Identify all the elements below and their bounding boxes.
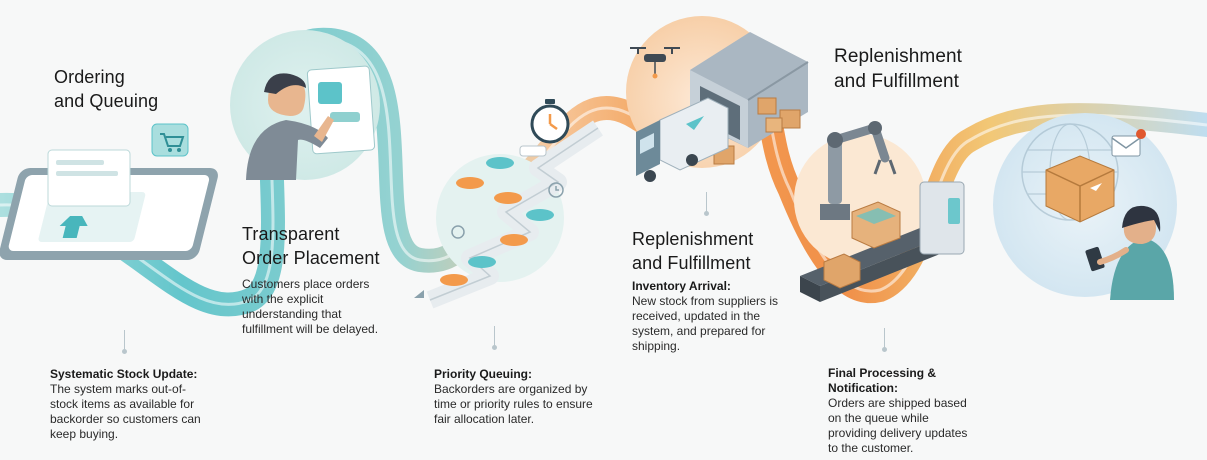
connector-pin-1 [122,330,127,354]
description-title: Final Processing & [828,366,937,380]
description-line: with the explicit [242,292,324,306]
queue-path-icon [414,120,603,309]
conveyor-belt-icon [800,181,965,302]
description-line: received, updated in the [632,309,761,323]
heading-line: Replenishment [632,229,754,249]
description-title: Priority Queuing: [434,367,533,381]
heading-line: Ordering [54,67,125,87]
stopwatch-icon [530,99,570,144]
description-line: keep buying. [50,427,119,441]
description-title: Inventory Arrival: [632,279,731,293]
description-line: fulfillment will be delayed. [242,322,379,336]
stage-inventory-title: Replenishment and Fulfillment [632,227,753,275]
connector-pin-4 [704,192,709,216]
description-line: Backorders are organized by [434,382,588,396]
description-line: Orders are shipped based [828,396,967,410]
description-line: system, and prepared for [632,324,766,338]
stage-replenishment-title: Replenishment and Fulfillment [834,44,962,94]
description-line: shipping. [632,339,681,353]
stage-transparent-description: Customers place orders with the explicit… [242,277,378,337]
heading-line: Order Placement [242,248,380,268]
delivery-truck-icon [636,97,729,182]
heading-line: Replenishment [834,46,963,67]
heading-line: and Fulfillment [834,71,960,92]
description-line: New stock from suppliers is [632,294,779,308]
description-line: understanding that [242,307,342,321]
customer-phone-icon [1085,205,1174,300]
drone-icon [630,47,680,79]
description-title: Systematic Stock Update: [50,367,198,381]
package-icon [1045,155,1115,223]
tablet-icon [0,149,218,260]
stage-transparent-title: Transparent Order Placement [242,222,380,270]
robot-arm-icon [820,121,897,220]
heading-line: Transparent [242,224,340,244]
description-line: providing delivery updates [828,426,968,440]
description-line: time or priority rules to ensure [434,397,593,411]
stage-priority-description: Priority Queuing: Backorders are organiz… [434,367,593,427]
stage-ordering-description: Systematic Stock Update: The system mark… [50,367,201,442]
mail-icon [1111,129,1146,157]
description-title: Notification: [828,381,898,395]
description-line: Customers place orders [242,277,370,291]
connector-pin-5 [882,328,887,352]
stage-inventory-description: Inventory Arrival: New stock from suppli… [632,279,778,354]
description-line: fair allocation later. [434,412,535,426]
heading-line: and Fulfillment [632,253,751,273]
description-line: stock items as available for [50,397,195,411]
heading-line: and Queuing [54,91,159,111]
shopping-cart-icon [151,123,189,157]
connector-pin-3 [492,326,497,350]
stage-ordering-title: Ordering and Queuing [54,65,158,113]
description-line: backorder so customers can [50,412,201,426]
stage-final-description: Final Processing & Notification: Orders … [828,366,967,456]
description-line: The system marks out-of- [50,382,187,396]
description-line: on the queue while [828,411,929,425]
description-line: to the customer. [828,441,914,455]
